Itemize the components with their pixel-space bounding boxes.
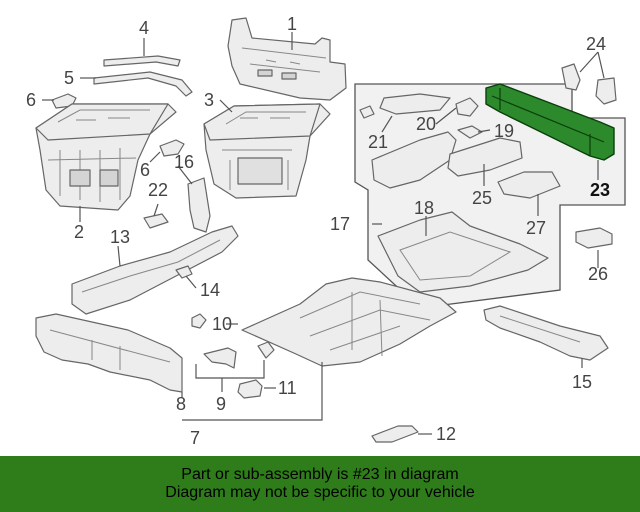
part-11 — [237, 379, 263, 399]
callout-1: 1 — [287, 14, 297, 34]
callout-10: 10 — [212, 314, 232, 334]
callout-14: 14 — [200, 280, 220, 300]
part-24 — [561, 63, 617, 105]
callout-6a: 6 — [26, 90, 36, 110]
callout-7: 7 — [190, 428, 200, 448]
part-6a — [51, 93, 77, 109]
callout-8: 8 — [176, 394, 186, 414]
part-26 — [575, 227, 613, 249]
callout-24: 24 — [586, 34, 606, 54]
part-25 — [447, 137, 523, 177]
callout-21: 21 — [368, 132, 388, 152]
part-14 — [175, 265, 193, 279]
banner-line-2: Diagram may not be specific to your vehi… — [165, 484, 475, 501]
part-3 — [203, 103, 331, 199]
callout-13: 13 — [110, 227, 130, 247]
callout-25: 25 — [472, 188, 492, 208]
part-13 — [71, 225, 239, 315]
part-19 — [457, 125, 483, 139]
part-8 — [35, 313, 183, 393]
part-4 — [103, 55, 181, 67]
part-15 — [483, 305, 609, 361]
part-5 — [93, 71, 193, 97]
callout-17: 17 — [330, 214, 350, 234]
part-27 — [497, 171, 561, 199]
part-20 — [455, 97, 479, 117]
part-18 — [377, 211, 549, 293]
banner-line-1: Part or sub-assembly is #23 in diagram — [181, 466, 459, 483]
callout-26: 26 — [588, 264, 608, 284]
callout-11: 11 — [278, 378, 297, 398]
part-2 — [35, 103, 177, 211]
callout-23: 23 — [590, 180, 610, 200]
part-21 — [379, 93, 451, 115]
callout-12: 12 — [436, 424, 456, 444]
callout-6b: 6 — [140, 160, 150, 180]
part-22 — [143, 213, 169, 229]
callout-20: 20 — [416, 114, 436, 134]
info-banner: Part or sub-assembly is #23 in diagram D… — [0, 456, 640, 512]
parts-diagram: 1 2 3 4 5 6 6 7 8 9 10 11 12 13 14 15 16… — [26, 14, 626, 448]
callout-27: 27 — [526, 218, 546, 238]
callout-9: 9 — [216, 394, 226, 414]
part-16 — [187, 177, 211, 233]
part-1 — [227, 17, 347, 101]
part-6b — [159, 139, 185, 157]
callout-18: 18 — [414, 198, 434, 218]
part-12 — [371, 425, 419, 443]
callout-5: 5 — [64, 68, 74, 88]
callout-3: 3 — [204, 90, 214, 110]
leader-lines — [42, 32, 605, 435]
callout-15: 15 — [572, 372, 592, 392]
callout-22: 22 — [148, 180, 168, 200]
callout-16: 16 — [174, 152, 194, 172]
callout-19: 19 — [494, 121, 514, 141]
part-23-highlighted — [485, 83, 615, 161]
callout-4: 4 — [139, 18, 149, 38]
callout-2: 2 — [74, 222, 84, 242]
part-10 — [191, 313, 275, 369]
